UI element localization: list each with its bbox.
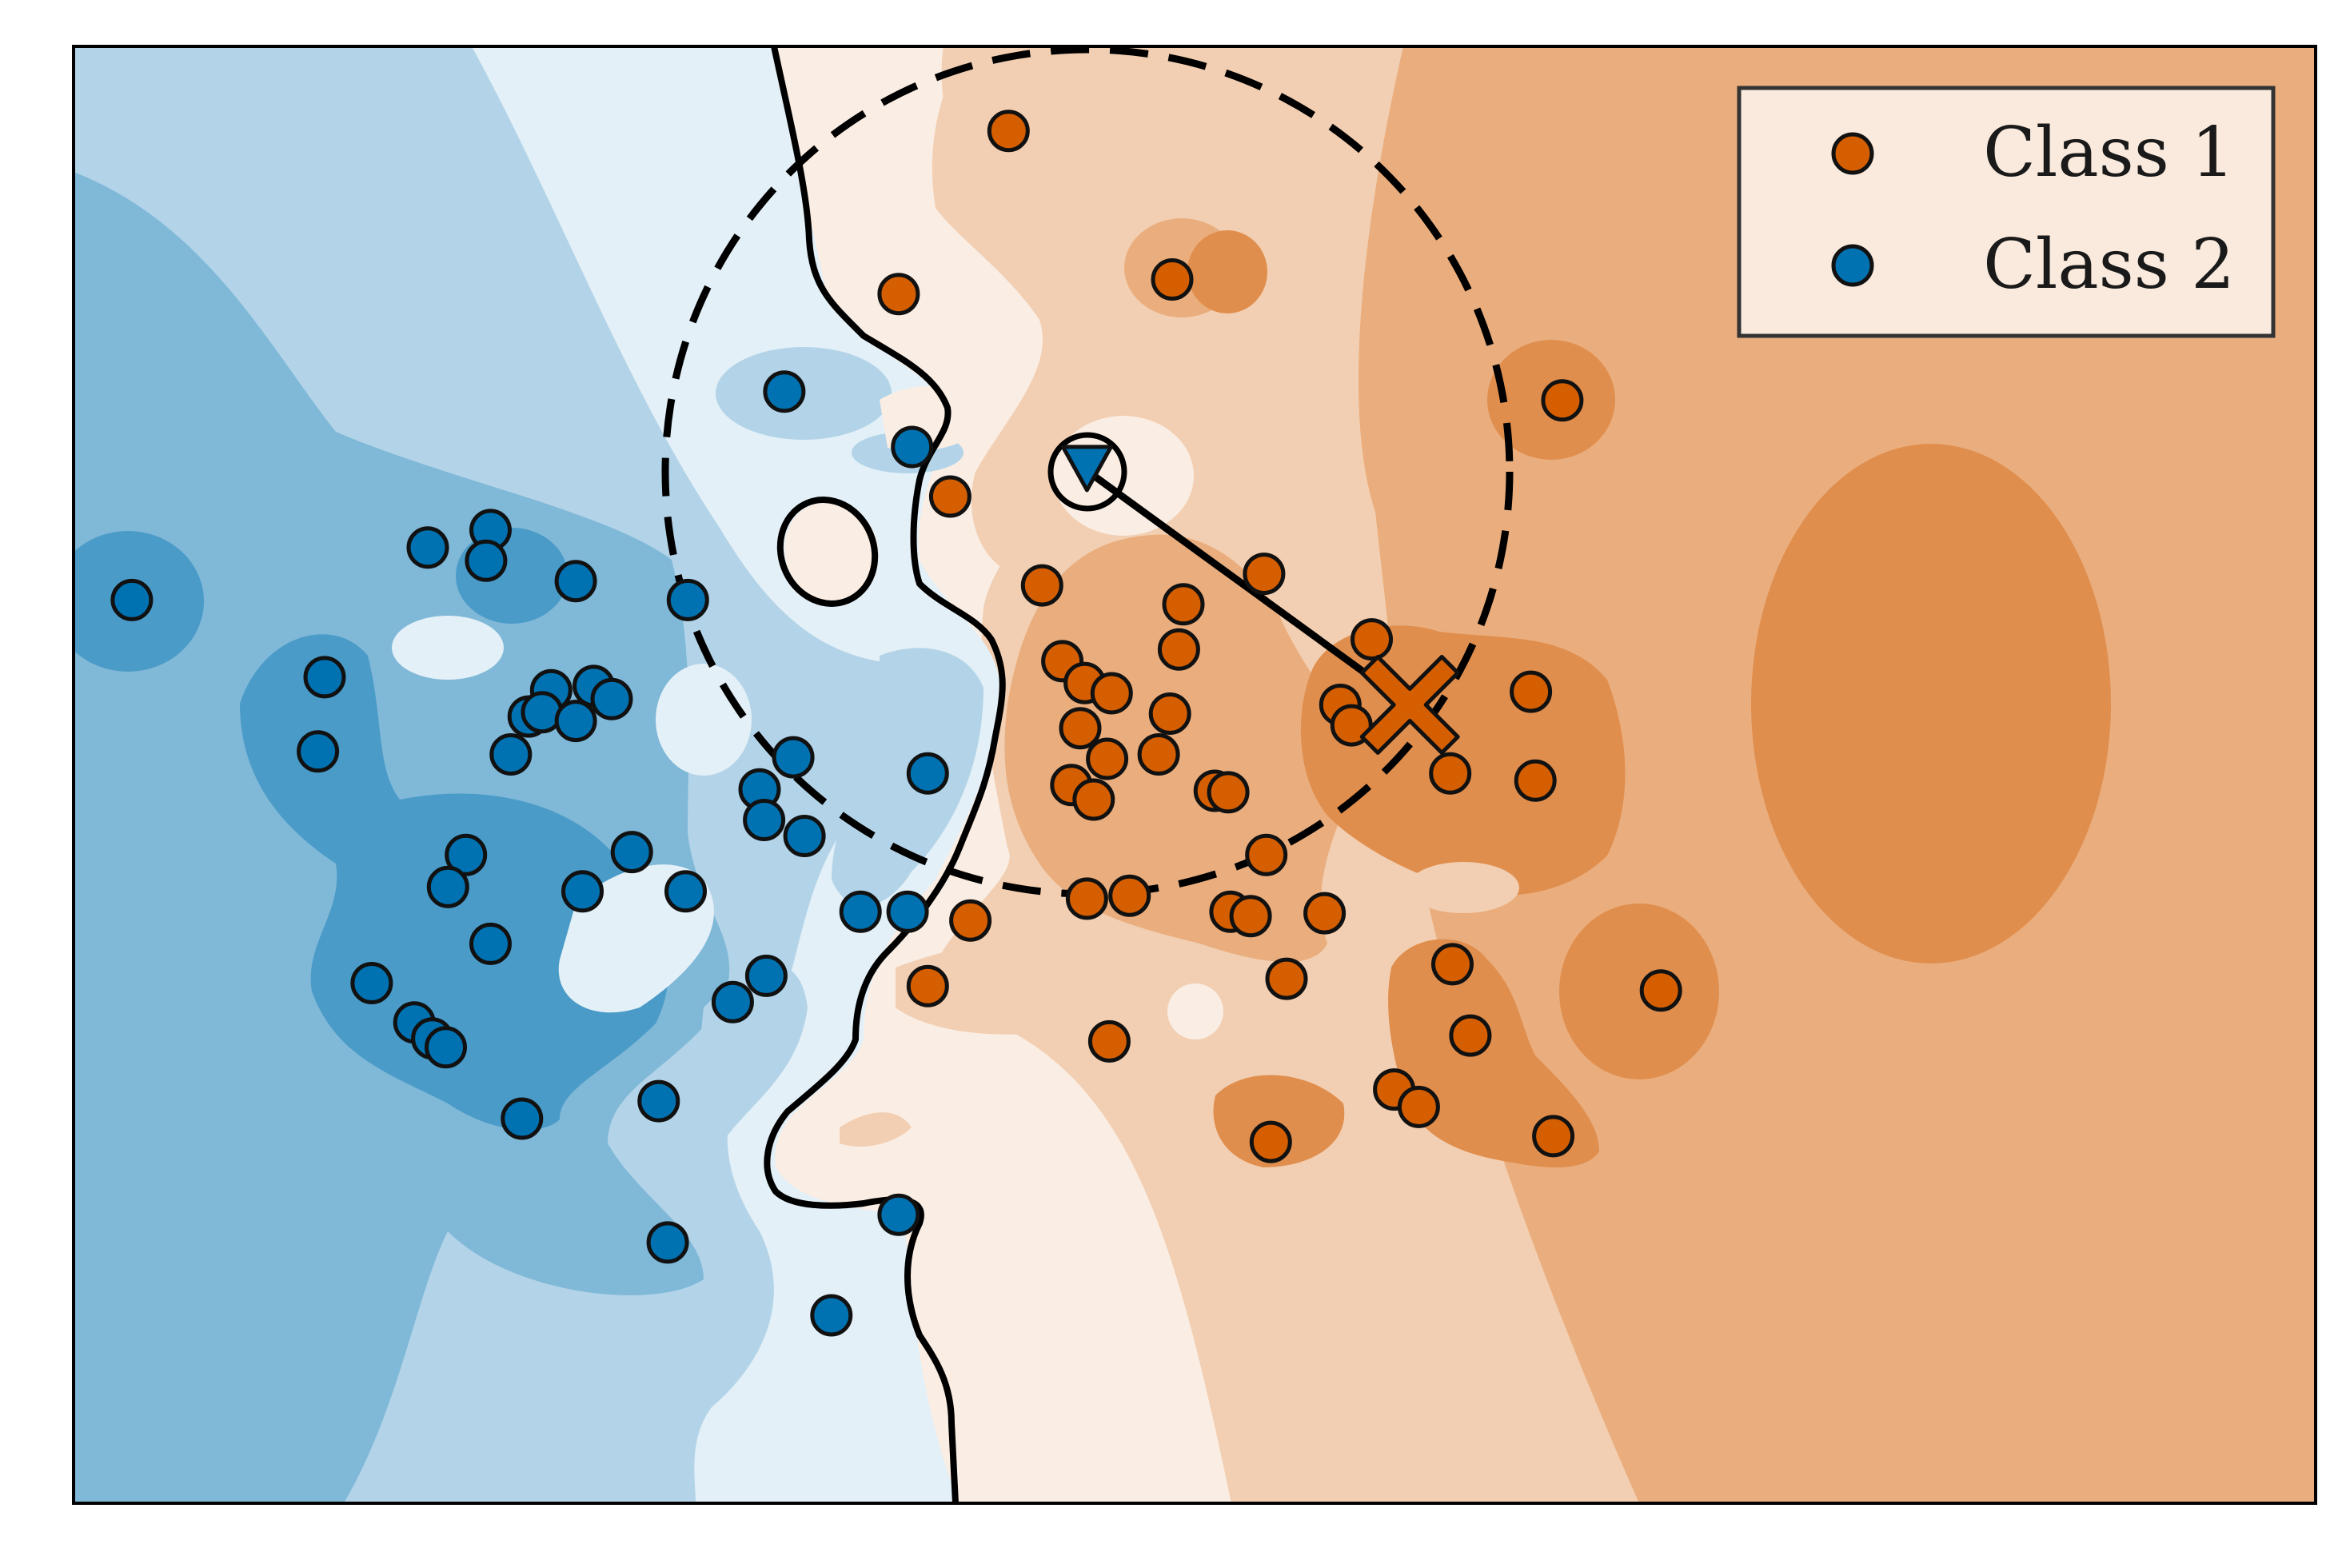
point-class-1-40 (1397, 1085, 1440, 1128)
island-orange-dark-low2 (1213, 1075, 1345, 1167)
point-class-2-35 (425, 1026, 467, 1069)
point-class-2-30 (350, 962, 393, 1004)
test-point-ring (1047, 432, 1127, 512)
point-class-2-6 (110, 578, 154, 621)
point-class-1-30 (949, 899, 992, 942)
point-class-1-37 (1639, 969, 1682, 1012)
point-class-1-26 (1245, 833, 1288, 876)
island-blue-pale-2 (656, 664, 752, 776)
point-class-1-7 (1162, 583, 1205, 626)
point-class-2-32 (711, 980, 754, 1023)
point-class-1-13 (1148, 692, 1191, 735)
legend-label-class-1: Class 1 (1983, 113, 2235, 193)
point-class-2-20 (743, 799, 786, 841)
island-blue-pale-1 (392, 616, 504, 680)
point-class-1-31 (1229, 895, 1272, 938)
point-class-2-29 (469, 922, 512, 965)
point-class-2-8 (303, 656, 346, 699)
point-class-2-22 (445, 833, 488, 876)
point-class-2-24 (426, 865, 469, 908)
point-class-2-17 (772, 736, 815, 779)
point-class-2-25 (561, 870, 604, 913)
point-class-1-28 (1108, 874, 1151, 917)
point-class-2-21 (783, 815, 826, 857)
point-class-2-1 (891, 425, 934, 469)
legend-label-class-2: Class 2 (1983, 225, 2235, 305)
point-class-2-0 (763, 370, 806, 413)
point-class-2-14 (554, 700, 597, 743)
point-class-1-5 (1020, 564, 1063, 607)
test-point-marker (1060, 445, 1113, 493)
island-orange-dark-right2 (1559, 904, 1719, 1079)
island-orange-pale-mid (1407, 862, 1519, 913)
point-class-2-7 (666, 578, 709, 621)
point-class-1-24 (1429, 752, 1472, 795)
point-class-1-2 (1151, 258, 1194, 301)
point-class-1-18 (1510, 670, 1553, 713)
axes-frame (72, 45, 2317, 1505)
island-orange-light-low (896, 941, 1118, 1035)
point-class-1-35 (1431, 943, 1474, 986)
point-class-2-37 (501, 1097, 544, 1140)
point-class-2-31 (744, 954, 788, 997)
point-class-2-26 (664, 870, 707, 913)
point-class-2-15 (297, 730, 340, 773)
point-class-2-16 (489, 733, 533, 776)
point-class-1-33 (1265, 957, 1308, 1000)
point-class-1-27 (1065, 877, 1108, 920)
point-class-2-23 (610, 831, 653, 874)
point-class-2-28 (886, 890, 929, 933)
point-class-2-18 (906, 752, 949, 795)
point-class-1-15 (1086, 737, 1129, 780)
legend: Class 1 Class 2 (1737, 86, 2276, 338)
point-class-1-14 (1059, 707, 1102, 750)
point-class-2-27 (839, 890, 882, 933)
point-class-1-12 (1090, 672, 1133, 715)
point-class-1-41 (1532, 1115, 1575, 1158)
data-points (110, 110, 1682, 1337)
island-orange-in-blue (784, 501, 879, 603)
point-class-1-11 (1351, 618, 1393, 661)
point-class-2-38 (877, 1193, 920, 1236)
point-class-1-42 (1249, 1120, 1292, 1163)
special-markers (1060, 445, 1460, 755)
point-class-2-40 (810, 1294, 853, 1337)
point-class-1-23 (1207, 771, 1250, 814)
point-class-2-4 (465, 539, 508, 582)
legend-box (1737, 86, 2276, 338)
point-class-1-19 (1137, 733, 1180, 776)
legend-marker-class-2 (1831, 244, 1874, 287)
island-orange-dark-top (1187, 230, 1267, 313)
point-class-2-11 (590, 677, 633, 720)
point-class-1-0 (987, 110, 1030, 153)
point-class-1-38 (1087, 1019, 1131, 1063)
point-class-1-8 (1157, 628, 1200, 671)
legend-marker-class-1 (1831, 132, 1874, 175)
island-orange-light-low2 (840, 1112, 912, 1147)
point-class-1-32 (1303, 892, 1347, 935)
prototype-x-marker (1359, 655, 1460, 755)
point-class-1-34 (906, 964, 949, 1007)
point-class-1-21 (1072, 778, 1115, 821)
island-orange-darkest (1751, 444, 2111, 964)
point-class-2-5 (554, 560, 597, 603)
decision-boundary-island (776, 497, 879, 607)
point-class-1-1 (877, 273, 920, 316)
region-blue-2 (74, 46, 730, 1503)
point-class-1-36 (1449, 1014, 1492, 1057)
island-orange-pale-low (1167, 983, 1223, 1039)
point-class-1-3 (1541, 379, 1584, 422)
point-class-2-3 (406, 526, 449, 569)
point-class-1-4 (928, 475, 972, 518)
point-class-1-6 (1243, 553, 1286, 596)
point-class-2-36 (637, 1079, 680, 1123)
point-class-2-39 (646, 1221, 689, 1264)
island-orange-dark-low (1388, 939, 1599, 1167)
point-class-1-25 (1514, 759, 1557, 802)
